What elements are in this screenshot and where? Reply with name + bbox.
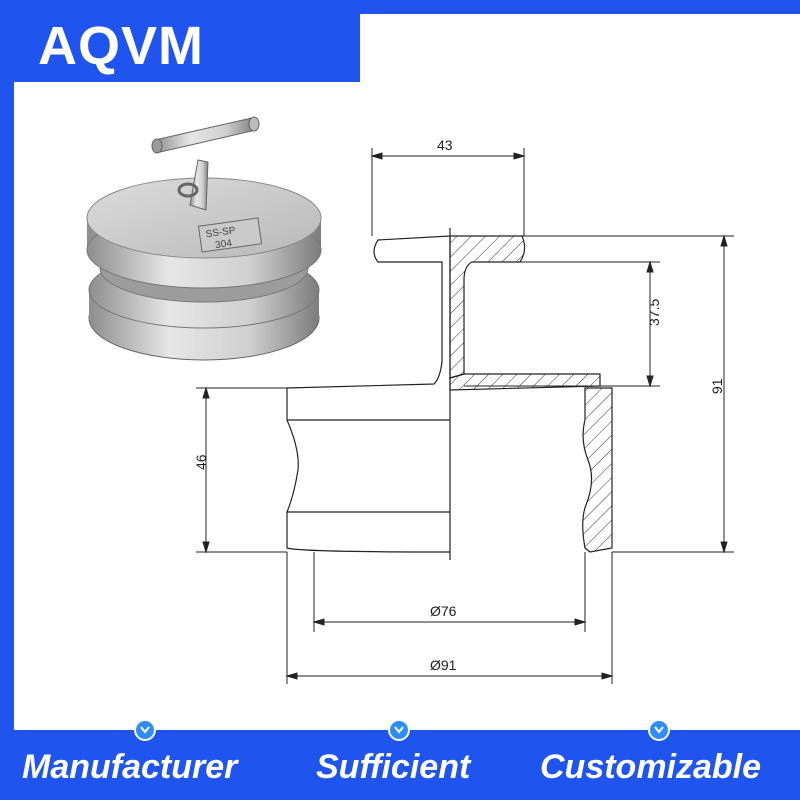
- dim-inner-diameter: Ø76: [430, 603, 457, 619]
- section-hatch-body: [582, 387, 613, 553]
- plate-text-1: SS-SP: [205, 225, 237, 240]
- feature-customizable: Customizable: [540, 748, 762, 786]
- dim-top-width: 43: [437, 137, 453, 153]
- section-outline-left: [286, 235, 451, 553]
- dim-total-height: 91: [709, 378, 725, 394]
- feature-badge-3: [648, 719, 670, 741]
- feature-badge-2: [388, 719, 410, 741]
- chevron-down-icon: [394, 726, 404, 734]
- feature-sufficient: Sufficient: [316, 748, 471, 786]
- feature-footer: [0, 730, 800, 800]
- section-hatch-flange: [449, 373, 601, 391]
- engraved-plate: SS-SP 304: [197, 217, 263, 253]
- feature-badge-1: [134, 719, 156, 741]
- t-handle: [151, 116, 260, 211]
- cross-section: [286, 228, 613, 560]
- section-hatch-upper: [449, 235, 526, 379]
- product-image: SS-SP 304: [86, 116, 322, 361]
- logo-strip: [0, 0, 360, 82]
- plate-text-2: 304: [215, 238, 233, 251]
- feature-manufacturer: Manufacturer: [22, 748, 238, 786]
- brand-logo: AQVM: [38, 16, 204, 76]
- chevron-down-icon: [654, 726, 664, 734]
- dim-inner-height: 37.5: [646, 299, 662, 326]
- content-card: [14, 14, 800, 730]
- chevron-down-icon: [140, 726, 150, 734]
- dim-outer-diameter: Ø91: [430, 657, 457, 673]
- dimension-lines: [196, 148, 734, 684]
- dim-lower-height: 46: [193, 454, 209, 470]
